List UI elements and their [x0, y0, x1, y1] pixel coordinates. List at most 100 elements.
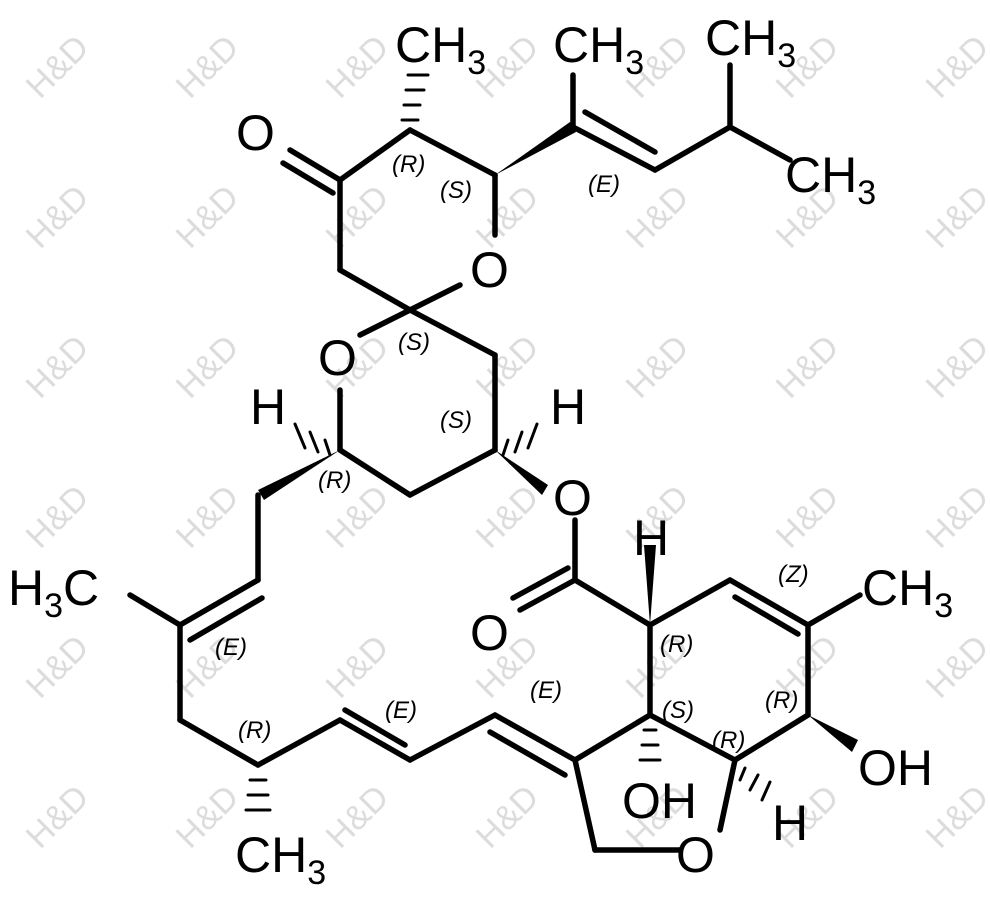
watermark-text: H&D — [469, 778, 547, 856]
bond — [337, 447, 413, 498]
bond — [407, 712, 498, 763]
stereo-label: (Z) — [778, 561, 809, 588]
atom-o-carbonyl: O — [470, 605, 509, 661]
bond-carbonyl-2 — [510, 565, 571, 601]
atom-ch3-right: CH3 — [862, 560, 953, 625]
bond-e4-1 — [177, 577, 261, 628]
bond-z-1 — [727, 577, 811, 628]
atom-ch3-ipr1: CH3 — [705, 10, 796, 75]
bond — [407, 447, 498, 498]
bond — [652, 124, 733, 173]
bond — [732, 712, 811, 763]
atom-ch3-top: CH3 — [395, 17, 486, 82]
stereo-label: (R) — [765, 687, 798, 714]
hash-bond-h-left — [293, 422, 332, 457]
stereo-label: (R) — [660, 631, 693, 658]
watermark-text: H&D — [169, 178, 247, 256]
watermark-text: H&D — [19, 478, 97, 556]
watermark-text: H&D — [169, 328, 247, 406]
watermark-text: H&D — [919, 28, 990, 106]
atom-h-left: H — [250, 379, 286, 435]
atom-h-bottom: H — [772, 795, 808, 851]
wedge-bond-vinyl — [495, 122, 576, 175]
atom-oh-center: OH — [622, 773, 697, 829]
bond — [572, 757, 598, 853]
watermark-text: H&D — [469, 328, 547, 406]
stereo-label: (S) — [440, 407, 472, 434]
watermark-text: H&D — [619, 178, 697, 256]
atom-o-ring-top: O — [470, 242, 509, 298]
watermark-text: H&D — [919, 478, 990, 556]
wedge-bond-h-ring — [644, 545, 656, 625]
atom-o-ester: O — [553, 470, 592, 526]
watermark-text: H&D — [19, 328, 97, 406]
bond — [177, 717, 261, 768]
atom-o-ring-left: O — [318, 330, 357, 386]
wedge-bond-ester — [495, 450, 548, 495]
bond — [572, 712, 653, 763]
bond — [717, 757, 738, 833]
watermark-text: H&D — [919, 628, 990, 706]
watermark-text: H&D — [19, 178, 97, 256]
stereo-label: (E) — [385, 697, 417, 724]
atom-layer: O CH3 CH3 CH3 CH3 O O H H O O H CH3 H3C … — [8, 10, 953, 892]
atom-h3c-left: H3C — [8, 560, 99, 625]
hash-bond-ch3-top — [400, 73, 430, 122]
hash-bond-ch3-bottom — [244, 778, 272, 812]
stereo-label: (S) — [398, 329, 430, 356]
watermark-text: H&D — [919, 178, 990, 256]
stereo-label: (E) — [215, 634, 247, 661]
atom-o-ketone: O — [236, 105, 275, 161]
stereo-label: (E) — [530, 677, 562, 704]
stereo-label: (R) — [392, 151, 425, 178]
wedge-bond-chain — [258, 450, 340, 500]
watermark-text: H&D — [169, 28, 247, 106]
stereo-label: (R) — [712, 727, 745, 754]
hash-bond-h-right — [501, 422, 539, 457]
wedge-bond-oh — [808, 715, 858, 752]
bond-e-1 — [492, 712, 578, 763]
stereo-label: (E) — [588, 171, 620, 198]
watermark-text: H&D — [319, 28, 397, 106]
stereo-label: (R) — [318, 467, 351, 494]
watermark-text: H&D — [169, 478, 247, 556]
bond — [255, 717, 343, 768]
bond — [805, 592, 863, 628]
bond-co-2 — [280, 160, 336, 196]
bond — [407, 127, 498, 178]
bond-e3-2 — [342, 707, 408, 748]
bond — [337, 267, 413, 313]
bond — [572, 577, 653, 628]
bond-e4-2 — [187, 595, 265, 643]
watermark-text: H&D — [919, 328, 990, 406]
watermark-text: H&D — [19, 628, 97, 706]
hash-bond-oh-center — [638, 728, 662, 762]
bond — [127, 592, 183, 628]
atom-h-ring: H — [633, 510, 669, 566]
atom-ch3-vinyl: CH3 — [553, 17, 644, 82]
bond — [647, 712, 738, 763]
watermark-text: H&D — [619, 328, 697, 406]
bond — [407, 307, 498, 358]
bond-vinyl-1 — [570, 124, 658, 173]
atom-h-right: H — [550, 379, 586, 435]
watermark-text: H&D — [769, 328, 847, 406]
watermark-text: H&D — [469, 478, 547, 556]
bond-layer — [127, 62, 863, 853]
bond — [407, 282, 463, 313]
atom-ch3-ipr2: CH3 — [785, 147, 876, 212]
watermark-text: H&D — [319, 628, 397, 706]
bond-vinyl-2 — [582, 109, 658, 155]
bond — [727, 124, 793, 163]
bond — [357, 307, 413, 338]
atom-oh-right: OH — [858, 740, 933, 796]
watermark-text: H&D — [319, 778, 397, 856]
atom-o-furan: O — [676, 827, 715, 883]
stereo-label: (S) — [440, 177, 472, 204]
bond-co-1 — [287, 147, 343, 183]
bond-e3-1 — [337, 717, 413, 763]
bond — [647, 577, 733, 628]
watermark-text: H&D — [769, 478, 847, 556]
